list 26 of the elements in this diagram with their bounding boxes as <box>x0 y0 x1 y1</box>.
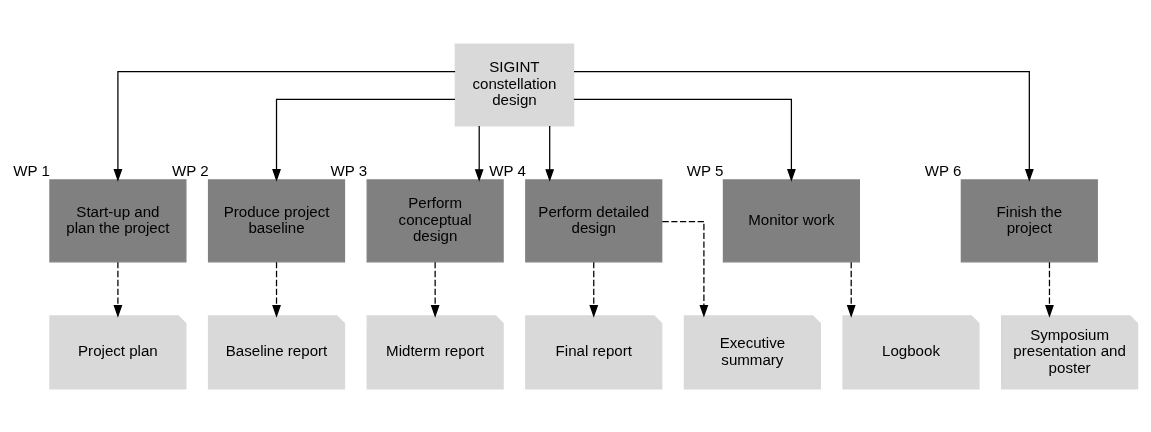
node-label: WP 1 <box>13 161 50 179</box>
arrow <box>113 261 123 318</box>
arrow <box>430 261 440 318</box>
node-box: Monitor work <box>722 178 860 262</box>
arrow <box>272 261 281 318</box>
arrow <box>573 98 796 182</box>
node-box: Perform detailed design <box>525 178 663 262</box>
node-label: WP 4 <box>489 161 526 179</box>
arrow <box>545 125 555 182</box>
arrow <box>1045 261 1054 318</box>
node-label: WP 5 <box>686 161 724 179</box>
node-label: WP 2 <box>171 161 209 179</box>
arrow <box>474 125 484 182</box>
node-box: Produce project baseline <box>207 178 346 262</box>
node-label: WP 3 <box>330 161 368 179</box>
arrow <box>589 261 599 318</box>
node-box: Perform conceptual design <box>366 178 504 262</box>
arrow <box>661 220 709 318</box>
node-box: Finish the project <box>960 178 1098 262</box>
arrow <box>846 261 856 318</box>
node-box: Start-up and plan the project <box>49 178 187 262</box>
arrow <box>113 70 456 182</box>
node-box: SIGINT constellation design <box>454 42 575 126</box>
node-label: WP 6 <box>924 161 962 179</box>
arrow <box>573 70 1034 182</box>
arrow <box>272 98 456 182</box>
